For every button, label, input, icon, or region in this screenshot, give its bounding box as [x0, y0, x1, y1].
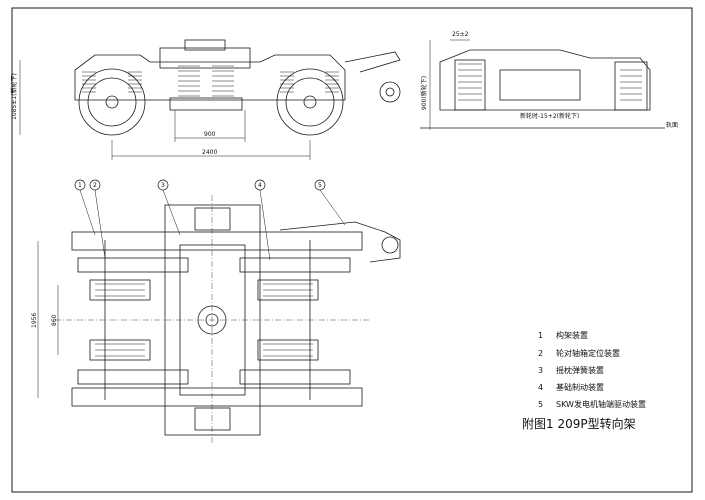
legend-text-4: 基础制动装置: [556, 382, 604, 392]
side-wheel-right: [276, 68, 344, 136]
legend-text-2: 轮对轴箱定位装置: [556, 348, 620, 358]
legend-num-1: 1: [538, 331, 543, 340]
plan-view: [37, 189, 401, 445]
end-dim-height: 900(新轮下): [420, 76, 428, 110]
side-wheel-left: [78, 68, 146, 136]
callout-5: [314, 179, 326, 191]
legend-text-5: SKW发电机轴端驱动装置: [556, 399, 646, 409]
side-dim-2400: 2400: [202, 149, 217, 156]
figure-caption: 附图1 209P型转向架: [522, 416, 636, 431]
callout-1: [74, 179, 86, 191]
legend-text-1: 构架装置: [556, 330, 588, 340]
legend-text-3: 摇枕弹簧装置: [556, 365, 604, 375]
rail-label: 轨面: [666, 121, 678, 129]
legend-num-3: 3: [538, 366, 543, 375]
plan-dim-1956: 1956: [31, 313, 38, 328]
side-dim-900: 900: [204, 131, 216, 138]
end-view: [420, 39, 665, 130]
legend-num-5: 5: [538, 400, 543, 409]
side-dim-height: 1085±1(新轮下): [10, 73, 18, 120]
plan-dim-860: 860: [51, 314, 58, 326]
callout-2-label: 2: [93, 182, 97, 189]
callout-5-label: 5: [318, 182, 322, 189]
sheet-border: [11, 7, 693, 493]
end-dim-offset: 25±2: [452, 31, 469, 38]
side-view: [19, 39, 401, 160]
callout-1-label: 1: [78, 182, 82, 189]
callout-4: [254, 179, 266, 191]
callout-3-label: 3: [161, 182, 165, 189]
end-dim-note: 新轮时-15+2(新轮下): [520, 112, 579, 120]
callout-3: [157, 179, 169, 191]
legend-num-2: 2: [538, 349, 543, 358]
callout-2: [89, 179, 101, 191]
plan-callouts: [74, 179, 326, 191]
legend: 1 构架装置 2 轮对轴箱定位装置 3 摇枕弹簧装置 4 基础制动装置 5 SK…: [538, 330, 646, 409]
legend-num-4: 4: [538, 383, 543, 392]
callout-4-label: 4: [258, 182, 262, 189]
